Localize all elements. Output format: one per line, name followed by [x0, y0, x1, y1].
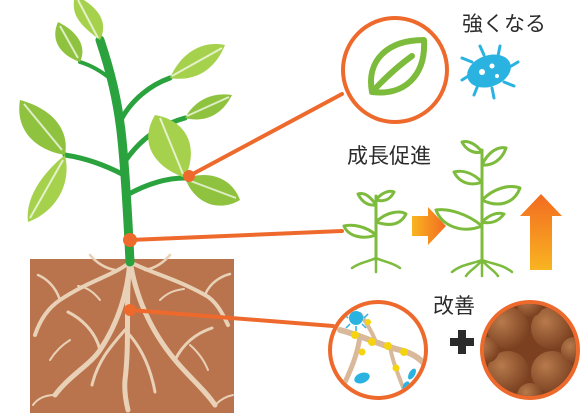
leaf-point	[183, 170, 195, 182]
soil-aggregate-icon	[480, 300, 580, 400]
plus-icon	[450, 330, 474, 354]
root-point	[124, 304, 136, 316]
root-microbes-icon	[328, 300, 428, 400]
right-arrow-icon	[412, 207, 446, 245]
large-seedling-icon	[434, 140, 522, 278]
up-arrow-icon	[520, 194, 562, 270]
leaf-icon	[368, 37, 428, 96]
stem-point	[123, 233, 137, 247]
strengthen-label: 強くなる	[462, 12, 546, 36]
growth-promotion-label: 成長促進	[347, 144, 431, 168]
plant-leaves	[19, 0, 240, 222]
small-seedling-icon	[342, 189, 408, 274]
improvement-label: 改善	[433, 294, 475, 318]
bacteria-icon	[460, 44, 520, 100]
roots	[32, 253, 234, 413]
leader-lines	[128, 92, 344, 328]
leaf-callout	[341, 16, 449, 124]
